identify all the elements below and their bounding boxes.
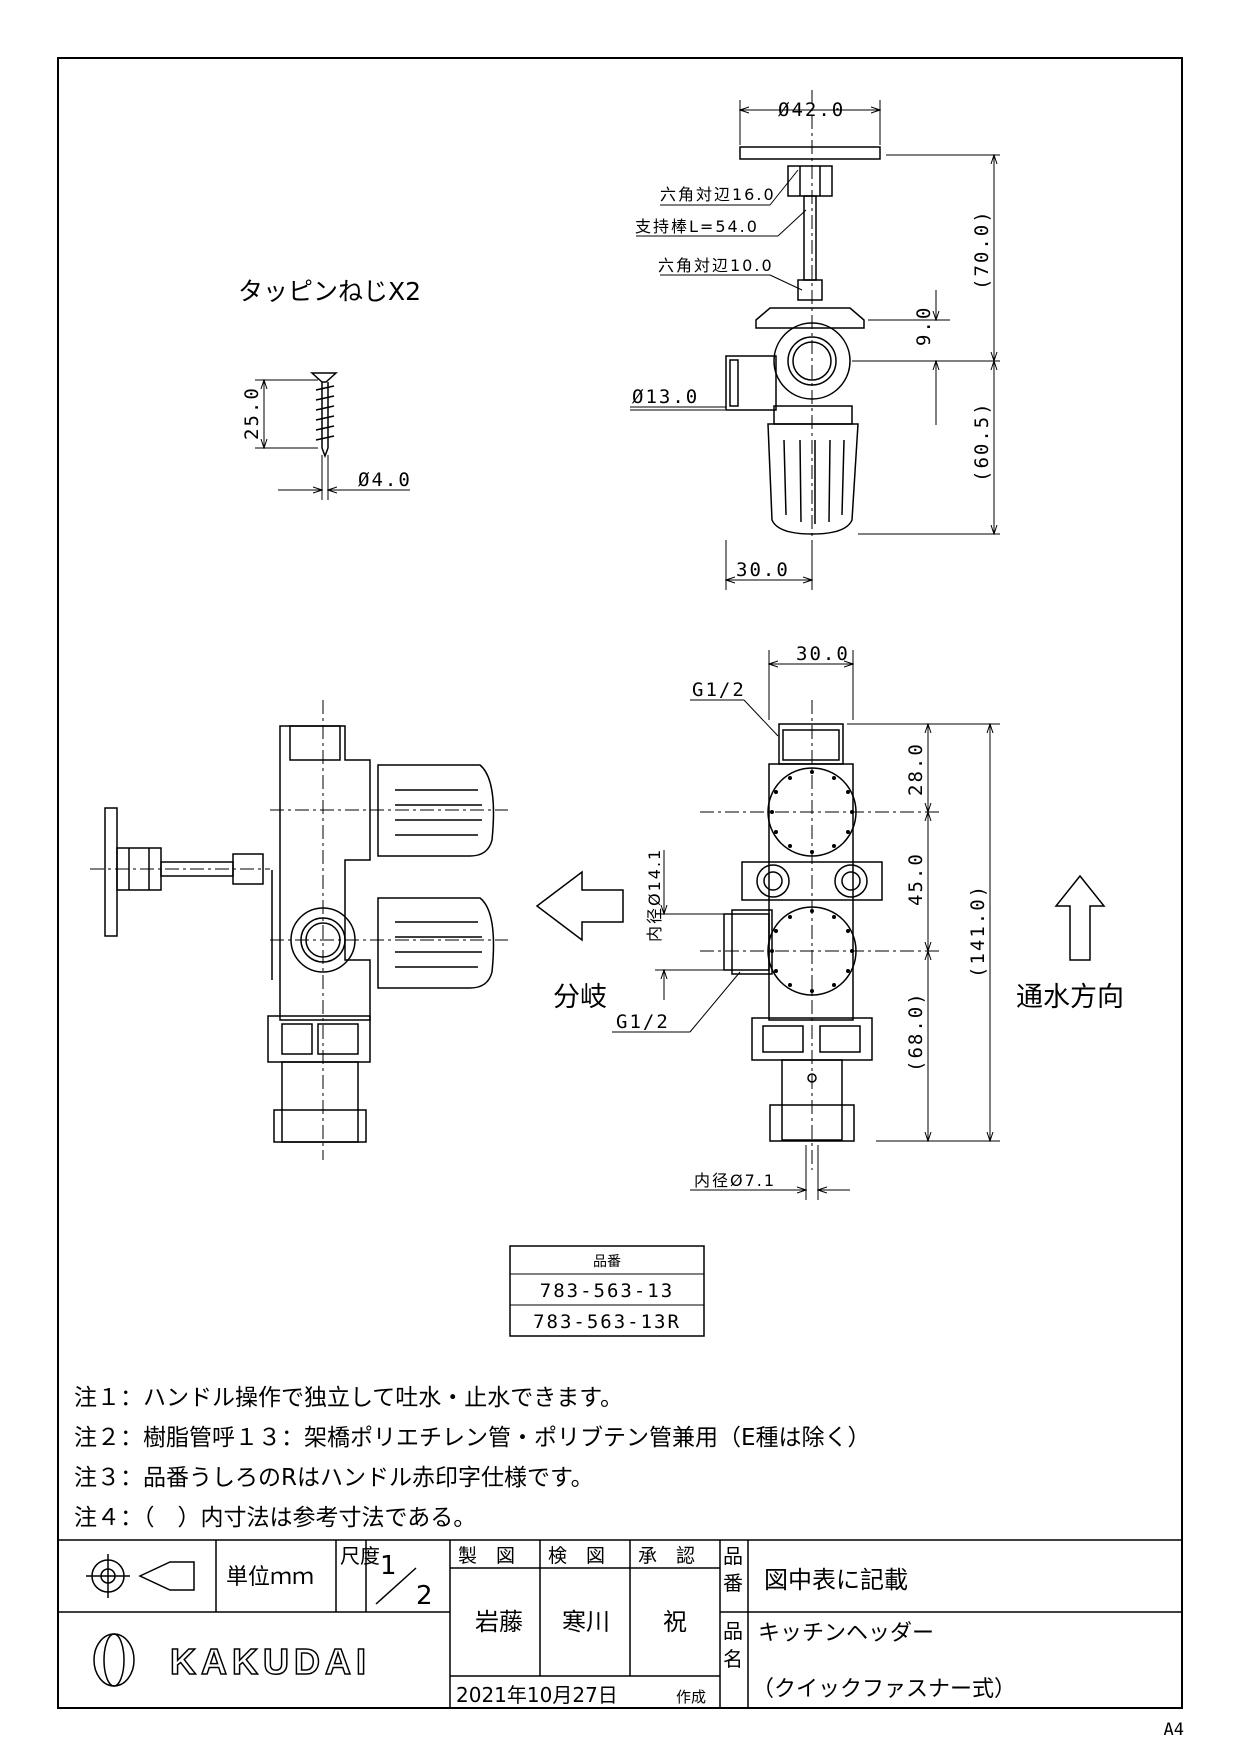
dim-inner141: 内径Ø14.1 [645,848,664,942]
unit-label: 単位ｍｍ [226,1565,314,1590]
notes: 注１：ハンドル操作で独立して吐水・止水できます。 注２：樹脂管呼１３：架橋ポリエ… [74,1378,871,1538]
top-view [725,146,881,535]
flow-arrow [1054,874,1106,961]
dim-dia13: Ø13.0 [632,386,699,408]
dim-d9: 9.0 [913,306,935,346]
dim-d45: 45.0 [905,852,927,906]
checked-by: 寒川 [562,1608,610,1636]
front-view [723,723,883,1142]
title-block [57,1539,1183,1709]
dim-rod54: 支持棒L=54.0 [635,217,759,236]
checked-label: 検 図 [548,1545,605,1567]
screw-title: タッピンねじX2 [238,277,421,306]
product-name-line2: （クイックファスナー式） [752,1677,1016,1702]
created-label: 作成 [676,1688,706,1706]
scale-label: 尺度 [340,1544,380,1568]
name-label: 品 [723,1619,743,1643]
dim-g12-top: G1/2 [692,679,746,701]
approved-label: 承 認 [638,1545,695,1567]
screw-drawing [310,372,338,459]
drawn-by: 岩藤 [475,1608,523,1636]
approved-by: 祝 [663,1608,687,1636]
dim-inner71: 内径Ø7.1 [694,1171,776,1190]
part-table-row: 783-563-13R [533,1311,681,1333]
dim-screw25: 25.0 [241,386,263,440]
dim-d605: (60.5) [971,401,993,482]
note-item: 注３：品番うしろのRはハンドル赤印字仕様です。 [74,1465,594,1491]
top-view-dims [630,90,1000,590]
name-label: 名 [723,1647,743,1671]
dim-w30-top: 30.0 [736,559,790,581]
dim-w30-front: 30.0 [796,643,850,665]
part-no-label: 番 [723,1571,743,1595]
part-number-table: 品番 783-563-13 783-563-13R [509,1245,705,1337]
part-table-header: 品番 [593,1254,621,1270]
front-view-dims [612,650,1000,1200]
dim-g12-bottom: G1/2 [616,1011,670,1033]
front-view-dots [770,770,854,993]
dim-screw-dia4: Ø4.0 [358,469,412,491]
dim-d141: (141.0) [967,884,989,978]
scale-numerator: 1 [380,1551,397,1581]
company-logo: KAKUDAI [170,1641,371,1682]
side-view-centerlines [90,700,508,1160]
sheet-size: A4 [1163,1720,1184,1740]
dim-hex10: 六角対辺10.0 [658,256,774,275]
dim-d28: 28.0 [905,742,927,796]
scale-denominator: 2 [416,1581,433,1611]
dim-d70: (70.0) [971,209,993,290]
branch-arrow [535,870,624,942]
side-view [104,725,495,1143]
screw-dims [255,380,410,500]
part-table-row: 783-563-13 [540,1280,674,1302]
product-name-line1: キッチンヘッダー [758,1621,934,1646]
part-no-label: 品 [723,1544,743,1568]
note-item: 注２：樹脂管呼１３：架橋ポリエチレン管・ポリブテン管兼用（E種は除く） [74,1425,871,1451]
dim-dia42: Ø42.0 [778,99,845,121]
dim-d68: (68.0) [905,991,927,1072]
dim-hex16: 六角対辺16.0 [660,185,776,204]
date: 2021年10月27日 [456,1683,618,1707]
note-item: 注１：ハンドル操作で独立して吐水・止水できます。 [74,1385,624,1411]
flow-direction-label: 通水方向 [1016,982,1124,1013]
part-no-value: 図中表に記載 [764,1566,908,1594]
branch-label: 分岐 [553,982,607,1013]
drawn-label: 製 図 [458,1545,515,1567]
note-item: 注４：（ ）内寸法は参考寸法である。 [74,1505,477,1531]
